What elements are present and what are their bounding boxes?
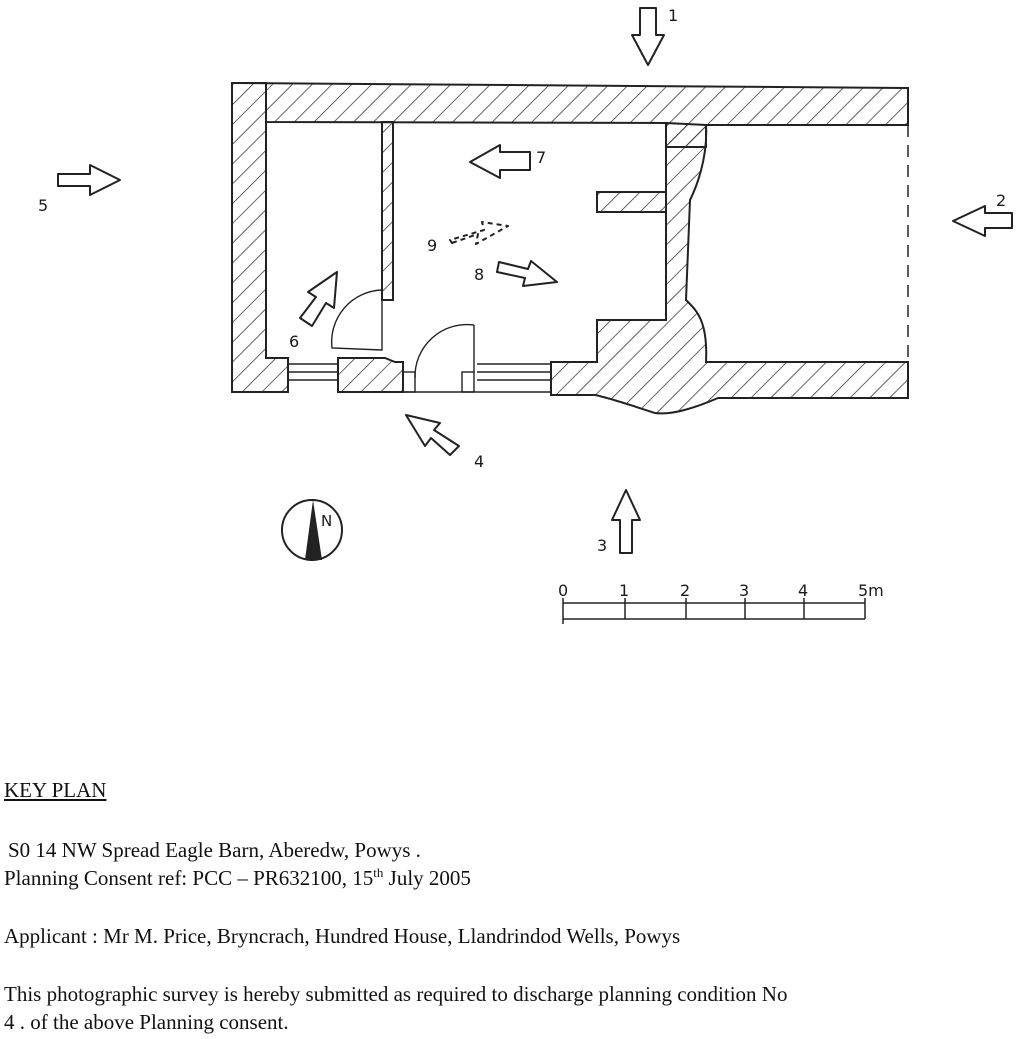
view-arrows <box>57 7 1013 554</box>
survey-statement-line-2: 4 . of the above Planning consent. <box>4 1010 289 1034</box>
scale-tick-1: 1 <box>619 581 629 600</box>
view-arrow-7 <box>469 144 531 179</box>
scale-tick-3: 3 <box>739 581 749 600</box>
partition-wall <box>381 121 394 301</box>
view-arrow-2 <box>952 205 1013 237</box>
view-arrow-8 <box>496 260 558 287</box>
north-wall <box>231 82 909 148</box>
consent-suffix: July 2005 <box>383 866 471 890</box>
key-plan-title: KEY PLAN <box>4 778 107 802</box>
consent-superscript: th <box>373 865 384 880</box>
door-openings <box>288 289 551 393</box>
west-wall <box>231 82 289 393</box>
north-compass: N <box>281 499 343 561</box>
key-plan-drawing: 1 2 3 4 5 6 7 8 9 N 0 1 2 3 4 5m <box>38 6 1013 624</box>
inner-nib-wall <box>596 191 667 213</box>
view-label-8: 8 <box>474 265 484 284</box>
view-arrow-3 <box>611 489 641 554</box>
view-label-3: 3 <box>597 536 607 555</box>
view-label-4: 4 <box>474 452 484 471</box>
building-walls <box>231 82 909 415</box>
view-arrow-1 <box>631 7 665 66</box>
location-line: S0 14 NW Spread Eagle Barn, Aberedw, Pow… <box>8 838 421 862</box>
scale-tick-5: 5m <box>858 581 884 600</box>
applicant-line: Applicant : Mr M. Price, Bryncrach, Hund… <box>4 924 681 948</box>
compass-label: N <box>321 512 332 530</box>
view-label-1: 1 <box>668 6 678 25</box>
consent-prefix: Planning Consent ref: PCC – PR632100, 15 <box>4 866 374 890</box>
view-arrow-5 <box>57 164 121 196</box>
view-label-5: 5 <box>38 196 48 215</box>
scale-tick-2: 2 <box>680 581 690 600</box>
scale-tick-0: 0 <box>558 581 568 600</box>
view-arrow-9 <box>449 221 509 245</box>
door-swing-centre <box>414 323 475 379</box>
north-arrow-icon <box>305 500 322 560</box>
view-label-6: 6 <box>289 332 299 351</box>
scale-tick-4: 4 <box>798 581 808 600</box>
south-wall-west <box>337 357 404 393</box>
door-swing-west <box>330 289 383 351</box>
scale-bar <box>562 598 866 624</box>
view-arrow-4 <box>405 414 460 456</box>
view-label-7: 7 <box>536 148 546 167</box>
planning-consent-line: Planning Consent ref: PCC – PR632100, 15… <box>4 864 471 892</box>
survey-statement-line-1: This photographic survey is hereby submi… <box>4 982 788 1006</box>
inner-east-wall <box>550 121 909 415</box>
view-label-9: 9 <box>427 236 437 255</box>
view-arrow-6 <box>299 271 338 327</box>
view-label-2: 2 <box>996 191 1006 210</box>
